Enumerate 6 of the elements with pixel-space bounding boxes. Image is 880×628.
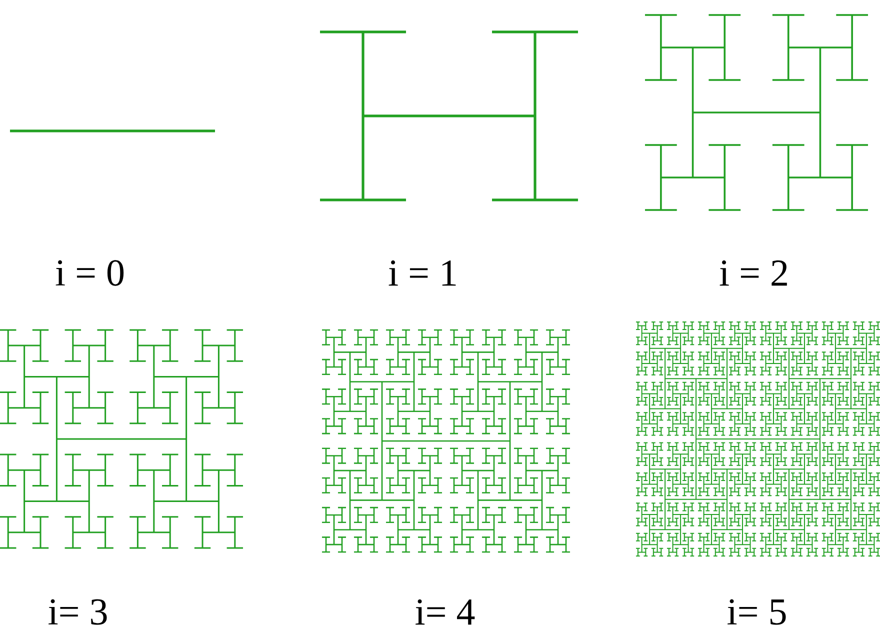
iteration-label: i= 4 — [416, 599, 475, 625]
iteration-label: i= 3 — [48, 599, 107, 625]
iteration-label: i = 2 — [720, 260, 787, 286]
iteration-label: i = 1 — [388, 260, 456, 286]
iteration-label: i = 0 — [56, 260, 124, 286]
iteration-label: i= 5 — [728, 599, 786, 625]
